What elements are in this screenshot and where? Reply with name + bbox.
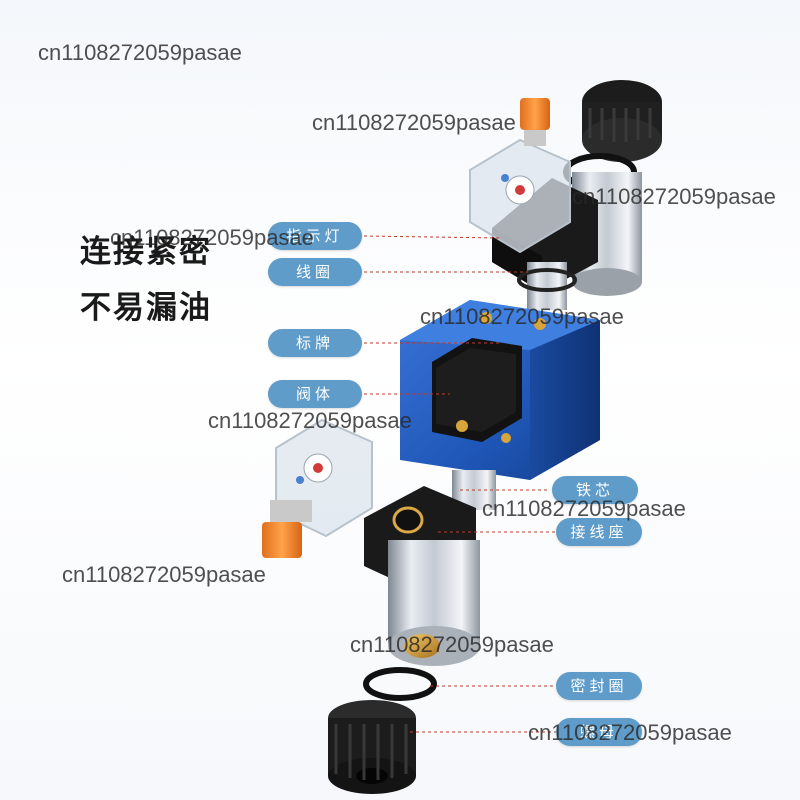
seal-ring (363, 667, 437, 701)
watermark-8: cn1108272059pasae (62, 562, 266, 587)
watermark-10: cn1108272059pasae (528, 720, 732, 745)
headline-line-1: 连接紧密 (80, 234, 212, 270)
watermark-4: cn1108272059pasae (110, 225, 314, 250)
label-seal-ring: 密封圈 (556, 672, 642, 700)
headline-line-2: 不易漏油 (80, 290, 212, 326)
upper-connector (469, 138, 571, 254)
upper-nut (582, 80, 662, 162)
valve-body (400, 300, 600, 480)
watermark-3: cn1108272059pasae (572, 184, 776, 209)
watermark-1: cn1108272059pasae (38, 40, 242, 65)
label-indicator-light: 指示灯 (268, 222, 362, 250)
watermark-7: cn1108272059pasae (482, 496, 686, 521)
watermark-5: cn1108272059pasae (420, 304, 624, 329)
leader-lines (363, 235, 556, 733)
label-iron-core: 铁芯 (552, 476, 638, 504)
label-valve-body: 阀体 (268, 380, 362, 408)
lower-coil (388, 540, 480, 666)
label-nut: 螺母 (556, 718, 642, 746)
watermark-9: cn1108272059pasae (350, 632, 554, 657)
label-nameplate: 标牌 (268, 329, 362, 357)
label-coil: 线圈 (268, 258, 362, 286)
label-terminal-block: 接线座 (556, 518, 642, 546)
watermark-2: cn1108272059pasae (312, 110, 516, 135)
upper-cable-gland (520, 98, 550, 146)
lower-nut (328, 700, 416, 794)
lower-cable-gland (262, 500, 312, 558)
watermark-6: cn1108272059pasae (208, 408, 412, 433)
